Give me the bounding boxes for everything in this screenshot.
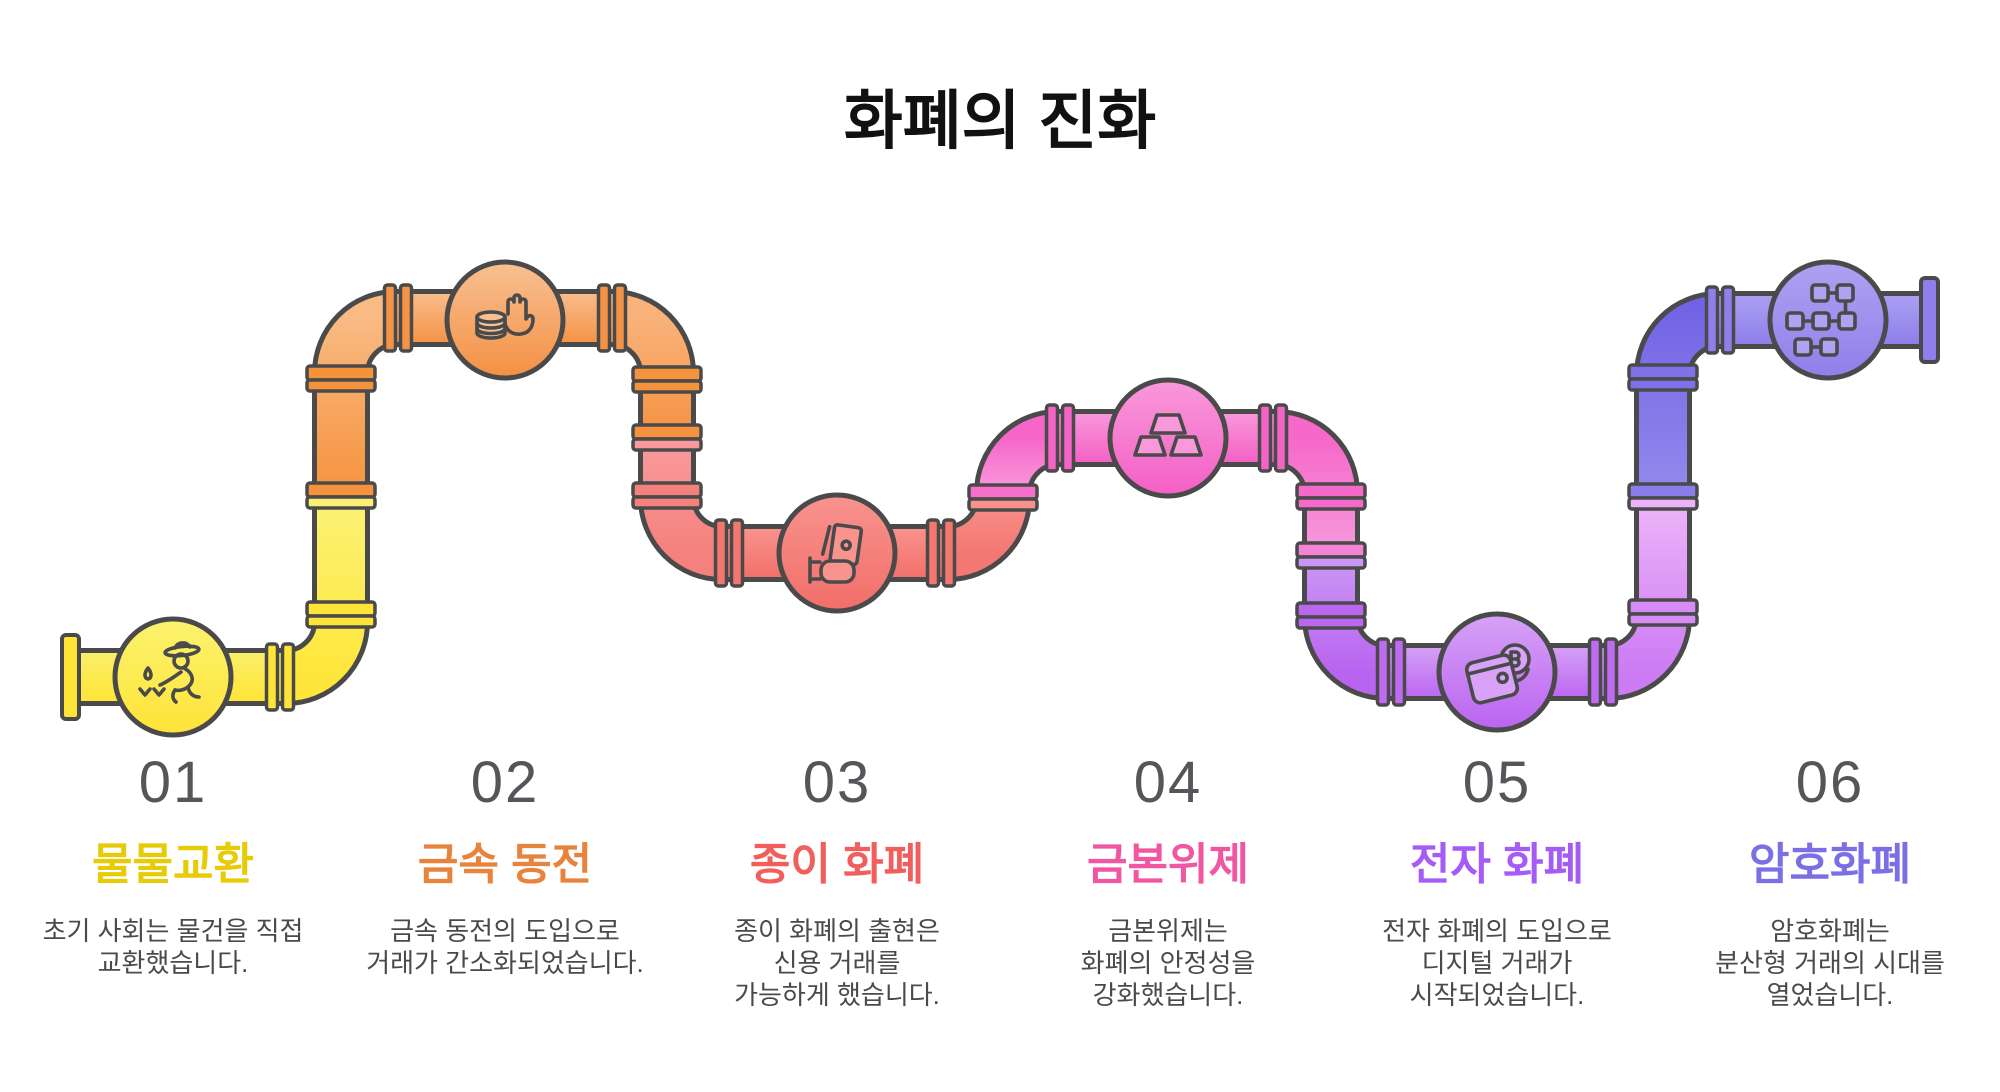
stage-description: 종이 화폐의 출현은 신용 거래를 가능하게 했습니다.	[734, 915, 940, 1011]
stage-number: 02	[470, 750, 540, 815]
stage-column-01: 01 물물교환 초기 사회는 물건을 직접 교환했습니다.	[3, 754, 343, 979]
stage-title: 전자 화폐	[1409, 840, 1585, 889]
stage-description: 암호화폐는 분산형 거래의 시대를 열었습니다.	[1715, 915, 1945, 1011]
page-title: 화폐의 진화	[843, 85, 1157, 157]
hand-coins-icon	[475, 293, 535, 340]
stage-column-04: 04 금본위제 금본위제는 화폐의 안정성을 강화했습니다.	[998, 754, 1338, 1011]
stage-column-05: 05 전자 화폐 전자 화폐의 도입으로 디지털 거래가 시작되었습니다.	[1327, 754, 1667, 1011]
stage-column-03: 03 종이 화폐 종이 화폐의 출현은 신용 거래를 가능하게 했습니다.	[667, 754, 1007, 1011]
stage-nodes	[112, 259, 1889, 738]
stage-title: 금속 동전	[417, 840, 593, 889]
stage-column-02: 02 금속 동전 금속 동전의 도입으로 거래가 간소화되었습니다.	[335, 754, 675, 979]
stage-title: 종이 화폐	[749, 840, 925, 889]
blockchain-icon	[1785, 283, 1857, 357]
left-flange	[60, 633, 81, 721]
pipe-couplings-vertical	[305, 363, 1699, 630]
stage-description: 전자 화폐의 도입으로 디지털 거래가 시작되었습니다.	[1382, 915, 1612, 1011]
stage-number: 01	[138, 750, 208, 815]
pipe-couplings-horizontal	[264, 283, 1736, 712]
stage-title: 금본위제	[1087, 840, 1249, 889]
gold-bars-icon	[1133, 413, 1203, 457]
stage-number: 05	[1462, 750, 1532, 815]
paper-money-icon	[808, 523, 864, 584]
stage-node-04	[1107, 377, 1229, 499]
stage-description: 금속 동전의 도입으로 거래가 간소화되었습니다.	[366, 915, 644, 978]
stage-number: 06	[1795, 750, 1865, 815]
stage-number: 04	[1133, 750, 1203, 815]
stage-column-06: 06 암호화폐 암호화폐는 분산형 거래의 시대를 열었습니다.	[1660, 754, 2000, 1011]
stage-number: 03	[802, 750, 872, 815]
stage-description: 금본위제는 화폐의 안정성을 강화했습니다.	[1080, 915, 1256, 1011]
pipe-end-flanges	[60, 276, 1940, 721]
right-flange	[1919, 276, 1940, 364]
stage-title: 물물교환	[92, 840, 254, 889]
stage-description: 초기 사회는 물건을 직접 교환했습니다.	[42, 915, 304, 978]
stage-icons	[138, 283, 1857, 705]
barter-farmer-icon	[138, 641, 201, 704]
stage-title: 암호화폐	[1749, 840, 1911, 889]
e-wallet-icon	[1464, 643, 1531, 705]
